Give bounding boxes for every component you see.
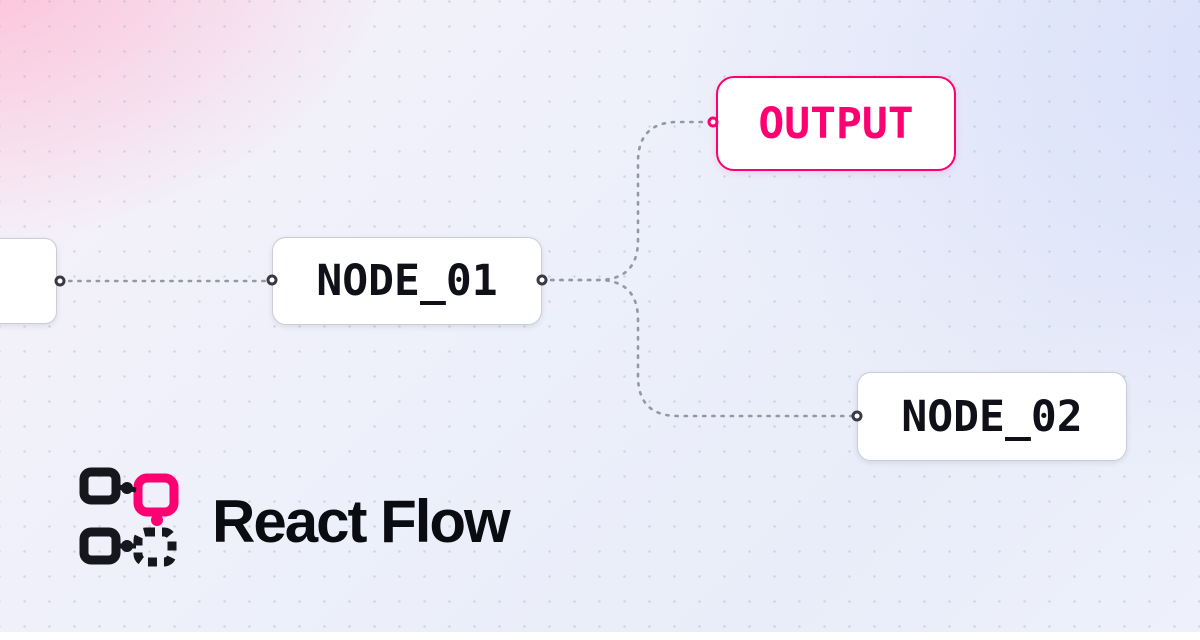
- output-left-handle[interactable]: [707, 116, 719, 128]
- react-flow-logo-icon: [79, 467, 179, 567]
- edge-node01-to-node02: [540, 278, 856, 418]
- node-partial-offscreen[interactable]: [0, 238, 57, 324]
- react-flow-logo: React Flow: [78, 466, 511, 572]
- node-02-left-handle[interactable]: [851, 410, 863, 422]
- node-output-label: OUTPUT: [758, 98, 914, 149]
- partial-node-right-handle[interactable]: [54, 275, 66, 287]
- node-node-02[interactable]: NODE_02: [857, 372, 1127, 461]
- node-node-01-label: NODE_01: [316, 256, 498, 306]
- node-output[interactable]: OUTPUT: [716, 76, 956, 171]
- node-node-02-label: NODE_02: [901, 391, 1083, 442]
- edge-node01-to-output: [540, 120, 713, 282]
- bottom-edge-strip: [0, 632, 1200, 640]
- react-flow-wordmark: React Flow: [212, 488, 511, 555]
- node-01-right-handle[interactable]: [536, 274, 548, 286]
- node-node-01[interactable]: NODE_01: [272, 237, 542, 325]
- node-01-left-handle[interactable]: [266, 274, 278, 286]
